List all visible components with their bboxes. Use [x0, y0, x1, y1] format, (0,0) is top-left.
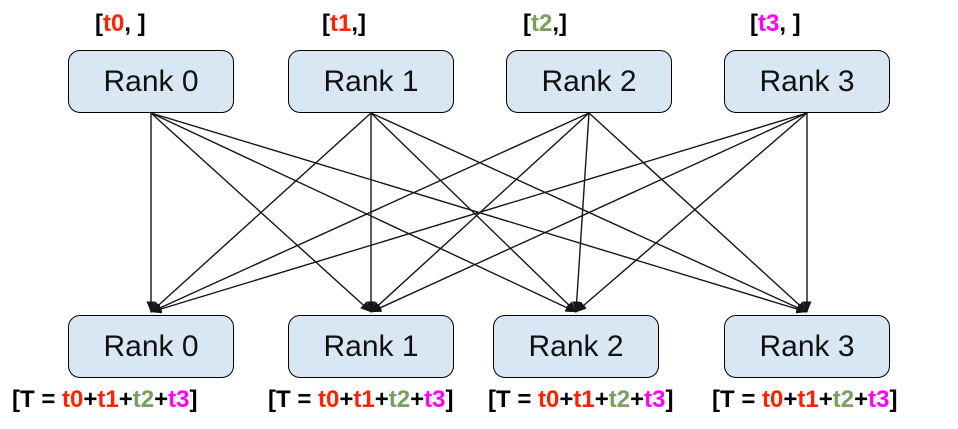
- label-segment-t3: t3: [644, 386, 666, 413]
- edge-top-rank1-to-bottom-rank2: [370, 112, 577, 313]
- label-segment-text: +: [854, 386, 869, 413]
- label-segment-t3: t3: [424, 386, 446, 413]
- label-segment-text: +: [818, 386, 833, 413]
- label-segment-text: +: [594, 386, 609, 413]
- annotation-top-top-rank-2: [t2,]: [523, 10, 567, 38]
- label-segment-text: +: [83, 386, 98, 413]
- label-segment-t0: t0: [318, 386, 340, 413]
- annotation-bottom-bottom-rank-2: [T = t0+t1+t2+t3]: [488, 386, 673, 414]
- label-segment-t1: t1: [797, 386, 819, 413]
- node-top-rank-0: Rank 0: [68, 50, 234, 113]
- label-segment-t0: t0: [103, 10, 125, 37]
- node-bottom-rank-0: Rank 0: [68, 315, 234, 378]
- label-segment-text: [: [750, 10, 758, 37]
- node-top-rank-1: Rank 1: [288, 50, 454, 113]
- node-label: Rank 2: [528, 329, 624, 363]
- node-top-rank-3: Rank 3: [724, 50, 890, 113]
- label-segment-text: [T =: [488, 386, 539, 413]
- label-segment-t2: t2: [608, 386, 631, 413]
- label-segment-text: ]: [665, 386, 674, 413]
- label-segment-text: ]: [445, 386, 454, 413]
- edge-top-rank1-to-bottom-rank0: [150, 112, 372, 313]
- label-segment-t2: t2: [832, 386, 855, 413]
- label-segment-text: +: [374, 386, 389, 413]
- node-bottom-rank-3: Rank 3: [724, 315, 890, 378]
- edge-top-rank2-to-bottom-rank2: [572, 112, 590, 313]
- annotation-top-top-rank-0: [t0, ]: [95, 10, 146, 38]
- label-segment-t3: t3: [868, 386, 890, 413]
- edge-top-rank2-to-bottom-rank3: [588, 112, 808, 313]
- annotation-top-top-rank-3: [t3, ]: [750, 10, 801, 38]
- annotation-bottom-bottom-rank-3: [T = t0+t1+t2+t3]: [712, 386, 897, 414]
- label-segment-t0: t0: [762, 386, 784, 413]
- label-segment-text: +: [118, 386, 133, 413]
- label-segment-text: , ]: [124, 10, 146, 37]
- edge-top-rank0-to-bottom-rank2: [150, 112, 577, 313]
- label-segment-t0: t0: [62, 386, 84, 413]
- node-label: Rank 3: [759, 64, 855, 98]
- label-segment-t1: t1: [330, 10, 352, 37]
- node-label: Rank 1: [323, 329, 419, 363]
- annotation-bottom-bottom-rank-1: [T = t0+t1+t2+t3]: [268, 386, 453, 414]
- label-segment-text: +: [410, 386, 425, 413]
- label-segment-text: [T =: [712, 386, 763, 413]
- annotation-bottom-bottom-rank-0: [T = t0+t1+t2+t3]: [12, 386, 197, 414]
- node-label: Rank 3: [759, 329, 855, 363]
- label-segment-text: [: [322, 10, 330, 37]
- label-segment-text: ]: [189, 386, 198, 413]
- label-segment-text: ,]: [552, 10, 568, 37]
- label-segment-t1: t1: [353, 386, 375, 413]
- node-label: Rank 2: [541, 64, 637, 98]
- label-segment-t3: t3: [168, 386, 190, 413]
- label-segment-t2: t2: [132, 386, 155, 413]
- annotation-top-top-rank-1: [t1,]: [322, 10, 366, 38]
- edge-top-rank3-to-bottom-rank0: [150, 112, 808, 314]
- label-segment-text: [: [95, 10, 103, 37]
- node-label: Rank 0: [103, 329, 199, 363]
- node-bottom-rank-2: Rank 2: [493, 315, 659, 378]
- edge-top-rank3-to-bottom-rank2: [575, 112, 808, 313]
- label-segment-t2: t2: [531, 10, 553, 37]
- label-segment-t1: t1: [97, 386, 119, 413]
- label-segment-text: [T =: [268, 386, 319, 413]
- edge-top-rank3-to-bottom-rank1: [370, 112, 808, 313]
- node-top-rank-2: Rank 2: [506, 50, 672, 113]
- label-segment-text: [T =: [12, 386, 63, 413]
- label-segment-text: +: [783, 386, 798, 413]
- node-label: Rank 0: [103, 64, 199, 98]
- label-segment-text: +: [154, 386, 169, 413]
- edge-top-rank2-to-bottom-rank0: [150, 112, 590, 313]
- label-segment-text: +: [630, 386, 645, 413]
- label-segment-t1: t1: [573, 386, 595, 413]
- label-segment-text: ,]: [351, 10, 367, 37]
- node-bottom-rank-1: Rank 1: [288, 315, 454, 378]
- label-segment-text: [: [523, 10, 531, 37]
- label-segment-t2: t2: [388, 386, 411, 413]
- node-label: Rank 1: [323, 64, 419, 98]
- label-segment-text: ]: [889, 386, 898, 413]
- label-segment-text: +: [559, 386, 574, 413]
- label-segment-text: , ]: [779, 10, 801, 37]
- label-segment-t0: t0: [538, 386, 560, 413]
- label-segment-text: +: [339, 386, 354, 413]
- label-segment-t3: t3: [758, 10, 780, 37]
